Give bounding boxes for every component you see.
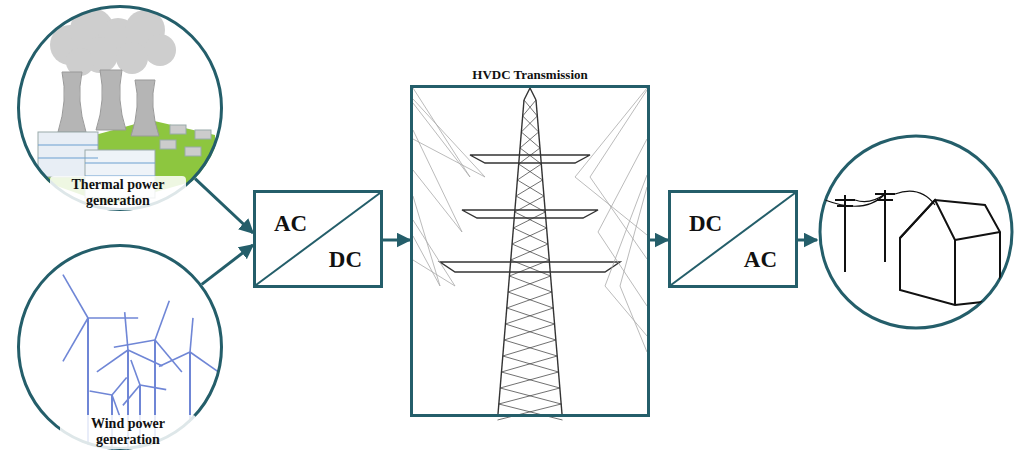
converter-label: DC (329, 247, 362, 273)
converter-box: AC DC (253, 190, 383, 288)
converter-label: DC (689, 211, 722, 237)
transmission-pylon (440, 88, 620, 420)
source-circle: Wind power generation (17, 244, 223, 450)
converter-label: AC (274, 211, 307, 237)
node-label: Thermal power generation (50, 176, 186, 210)
power-lines (413, 88, 647, 352)
node-label: Wind power generation (60, 415, 196, 449)
transmission-box: HVDC Transmission (410, 85, 650, 417)
output-arrow (797, 239, 817, 242)
flow-arrow (383, 239, 410, 242)
consumer-circle (820, 136, 1012, 328)
flow-arrow (202, 245, 253, 284)
converter-label: AC (744, 247, 777, 273)
source-circle: Thermal power generation (17, 5, 223, 211)
box-heading: HVDC Transmission (413, 67, 647, 83)
house-and-poles (825, 190, 1000, 305)
flow-arrow (650, 239, 668, 242)
flow-arrow (195, 179, 253, 233)
converter-box: DC AC (668, 190, 798, 288)
